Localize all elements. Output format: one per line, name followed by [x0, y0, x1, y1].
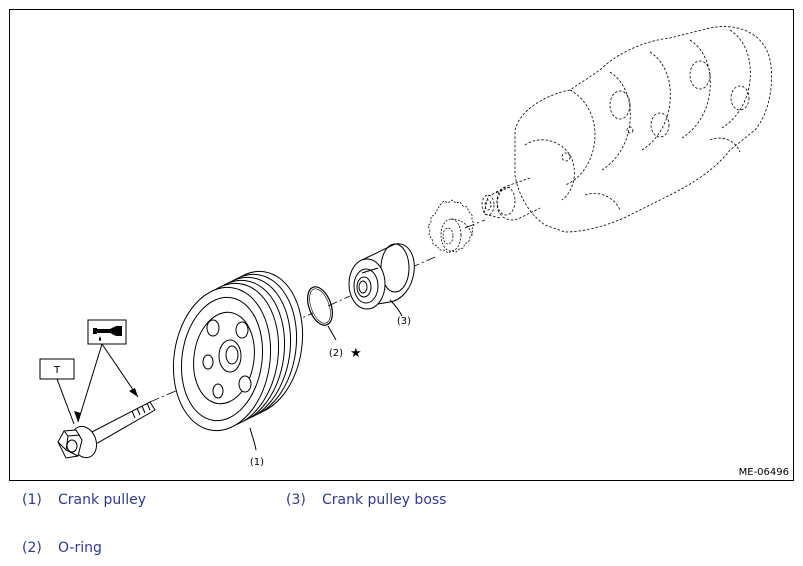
legend-number: (1): [22, 492, 42, 508]
crank-pulley-boss: [348, 243, 415, 310]
crank-sprocket: [427, 199, 475, 254]
legend-text: O-ring: [58, 540, 102, 556]
exploded-diagram: T (1) (2) ★ (3) ME-06496: [9, 9, 794, 481]
pulley-bolt: [57, 401, 156, 459]
legend-item-crank-pulley: (1) Crank pulley: [22, 492, 146, 508]
o-ring: [307, 286, 333, 326]
diagram-drawing: T (1) (2) ★ (3): [39, 26, 773, 468]
callout-boss: (3): [397, 316, 411, 327]
leader-lines: [56, 299, 403, 451]
crank-pulley: [172, 270, 304, 432]
callout-oring: (2): [329, 348, 343, 359]
legend-text: Crank pulley boss: [322, 492, 447, 508]
legend-number: (3): [286, 492, 306, 508]
grease-icon: [87, 319, 127, 345]
figure-code: ME-06496: [738, 467, 789, 478]
legend-item-o-ring: (2) O-ring: [22, 540, 102, 556]
crankshaft: [481, 26, 773, 233]
legend-number: (2): [22, 540, 42, 556]
legend-item-crank-pulley-boss: (3) Crank pulley boss: [286, 492, 446, 508]
star-icon: ★: [350, 346, 362, 361]
legend-text: Crank pulley: [58, 492, 146, 508]
torque-tag-label: T: [53, 365, 61, 376]
torque-tag-box: [39, 358, 75, 380]
callout-pulley: (1): [250, 457, 264, 468]
leader-arrowheads: [74, 388, 138, 422]
